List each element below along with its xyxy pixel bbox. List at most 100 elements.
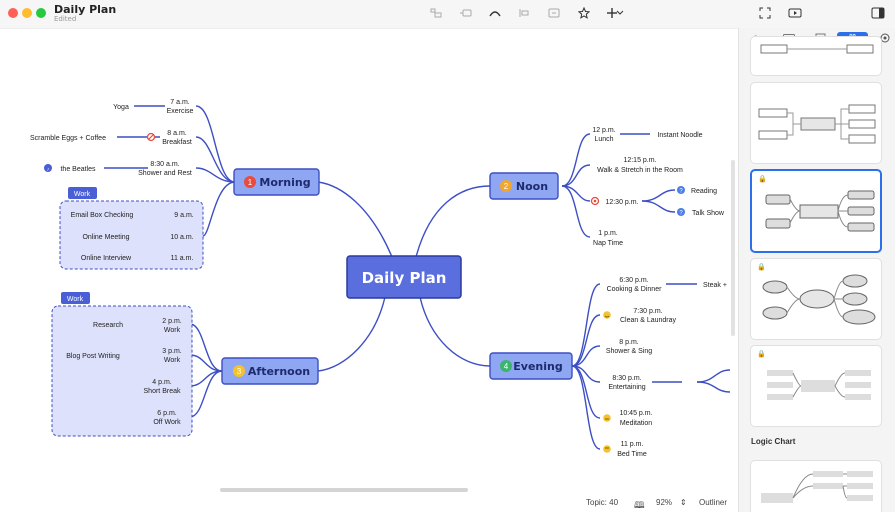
evening-task-4[interactable]: Entertaining — [608, 384, 645, 391]
afternoon-work-boundary[interactable] — [51, 305, 193, 437]
morning-work-tag-label: Work — [74, 191, 91, 198]
priority-3-icon — [233, 365, 245, 377]
layout-card-1[interactable] — [750, 36, 882, 76]
morning-work-task-1[interactable]: Email Box Checking — [71, 212, 134, 219]
zoom-level[interactable]: 92% — [656, 498, 673, 507]
chevron-down-icon[interactable] — [615, 6, 625, 20]
afternoon-work-time-1[interactable]: 2 p.m. — [162, 318, 182, 325]
morning-work-time-2[interactable]: 10 a.m. — [170, 234, 193, 241]
calm-emoji-icon — [603, 414, 611, 422]
vertical-scrollbar[interactable] — [731, 160, 735, 336]
evening-time-4[interactable]: 8:30 p.m. — [612, 375, 641, 382]
afternoon-task-2[interactable]: Off Work — [153, 419, 181, 426]
evening-time-3[interactable]: 8 p.m. — [619, 339, 639, 346]
morning-work-task-3[interactable]: Online Interview — [81, 255, 132, 262]
afternoon-work-sub-1[interactable]: Work — [164, 327, 181, 334]
sidebar-toggle-icon[interactable] — [870, 6, 886, 20]
insert-topic-icon[interactable] — [428, 6, 444, 20]
evening-time-6[interactable]: 11 p.m. — [621, 441, 644, 448]
morning-time-1[interactable]: 7 a.m. — [170, 99, 190, 106]
svg-text:?: ? — [679, 211, 683, 217]
central-topic[interactable]: Daily Plan — [346, 255, 462, 299]
morning-task-2[interactable]: Breakfast — [162, 139, 192, 146]
branch-evening[interactable]: 4 Evening — [489, 352, 573, 380]
branch-morning[interactable]: 1 Morning — [233, 168, 320, 196]
evening-time-5[interactable]: 10:45 p.m. — [619, 410, 652, 417]
evening-task-1[interactable]: Cooking & Dinner — [607, 286, 663, 293]
morning-note-1[interactable]: Yoga — [113, 104, 129, 111]
svg-text:?: ? — [679, 189, 683, 195]
noon-task-1[interactable]: Lunch — [594, 136, 613, 143]
relationship-icon[interactable] — [487, 6, 503, 20]
status-bar — [0, 496, 738, 512]
afternoon-work-task-2[interactable]: Blog Post Writing — [66, 353, 120, 360]
evening-time-2[interactable]: 7:30 p.m. — [633, 308, 662, 315]
morning-task-1[interactable]: Exercise — [167, 108, 194, 115]
afternoon-work-time-2[interactable]: 3 p.m. — [162, 348, 182, 355]
central-topic-label: Daily Plan — [362, 269, 447, 287]
morning-note-3[interactable]: the Beatles — [60, 166, 96, 173]
no-food-icon — [146, 132, 156, 142]
afternoon-work-task-1[interactable]: Research — [93, 322, 123, 329]
evening-task-5[interactable]: Meditation — [620, 420, 652, 427]
morning-work-time-3[interactable]: 11 a.m. — [171, 255, 194, 262]
priority-4-number: 4 — [504, 362, 509, 371]
noon-option-reading[interactable]: Reading — [691, 188, 717, 195]
noon-time-2[interactable]: 12:15 p.m. — [623, 157, 656, 164]
afternoon-work-sub-2[interactable]: Work — [164, 357, 181, 364]
fullscreen-icon[interactable] — [757, 6, 773, 20]
layout-card-3-selected[interactable]: 🔒 — [750, 169, 882, 253]
branch-noon[interactable]: 2 Noon — [489, 172, 559, 200]
noon-time-4[interactable]: 1 p.m. — [598, 230, 618, 237]
morning-note-2[interactable]: Scramble Eggs + Coffee — [30, 135, 106, 142]
branch-afternoon[interactable]: 3 Afternoon — [221, 357, 319, 385]
noon-time-1[interactable]: 12 p.m. — [592, 127, 615, 134]
subtopic-icon[interactable] — [458, 6, 474, 20]
zoom-stepper-icon[interactable]: ⇕ — [680, 498, 687, 507]
evening-note-1[interactable]: Steak + — [703, 282, 727, 289]
afternoon-work-tag[interactable] — [61, 292, 90, 304]
noon-option-talk-show[interactable]: Talk Show — [692, 210, 725, 217]
evening-task-3[interactable]: Shower & Sing — [606, 348, 652, 355]
morning-work-boundary[interactable] — [59, 200, 204, 270]
noon-note-1[interactable]: Instant Noodle — [657, 132, 702, 139]
morning-work-time-1[interactable]: 9 a.m. — [174, 212, 194, 219]
plus-icon[interactable] — [604, 6, 620, 20]
evening-time-1[interactable]: 6:30 p.m. — [619, 277, 648, 284]
book-icon[interactable]: 🕮 — [634, 500, 645, 510]
star-icon[interactable] — [576, 6, 592, 20]
priority-1-icon — [244, 176, 256, 188]
afternoon-task-1[interactable]: Short Break — [144, 388, 181, 395]
boundary-icon[interactable] — [516, 6, 532, 20]
morning-time-3[interactable]: 8:30 a.m. — [150, 161, 179, 168]
svg-text:♪: ♪ — [47, 167, 50, 173]
layout-card-5[interactable]: 🔒 — [750, 345, 882, 427]
horizontal-scrollbar[interactable] — [220, 488, 468, 492]
maximize-window-button[interactable] — [36, 8, 46, 18]
logic-chart-card[interactable] — [750, 460, 882, 512]
evening-task-6[interactable]: Bed Time — [617, 451, 647, 458]
morning-work-tag[interactable] — [68, 187, 97, 199]
noon-time-3[interactable]: 12:30 p.m. — [605, 199, 638, 206]
outliner-button[interactable]: Outliner — [699, 498, 728, 507]
morning-task-3[interactable]: Shower and Rest — [138, 170, 192, 177]
layout-card-2[interactable] — [750, 82, 882, 164]
lock-icon: 🔒 — [758, 175, 767, 183]
summary-icon[interactable] — [546, 6, 562, 20]
morning-time-2[interactable]: 8 a.m. — [167, 130, 187, 137]
priority-3-number: 3 — [237, 367, 242, 376]
afternoon-time-2[interactable]: 6 p.m. — [157, 410, 177, 417]
afternoon-time-1[interactable]: 4 p.m. — [152, 379, 172, 386]
morning-work-task-2[interactable]: Online Meeting — [82, 234, 129, 241]
mind-map[interactable]: Work Work Daily Plan 1 Morning 2 Noon 3 … — [0, 0, 738, 498]
minimize-window-button[interactable] — [22, 8, 32, 18]
branch-morning-label: Morning — [259, 176, 310, 189]
close-window-button[interactable] — [8, 8, 18, 18]
evening-task-2[interactable]: Clean & Laundray — [620, 317, 677, 324]
noon-task-4[interactable]: Nap Time — [593, 240, 623, 247]
present-icon[interactable] — [787, 6, 803, 20]
layout-card-4[interactable]: 🔒 — [750, 258, 882, 340]
noon-task-2[interactable]: Walk & Stretch in the Room — [597, 167, 683, 174]
afternoon-work-tag-label: Work — [67, 296, 84, 303]
